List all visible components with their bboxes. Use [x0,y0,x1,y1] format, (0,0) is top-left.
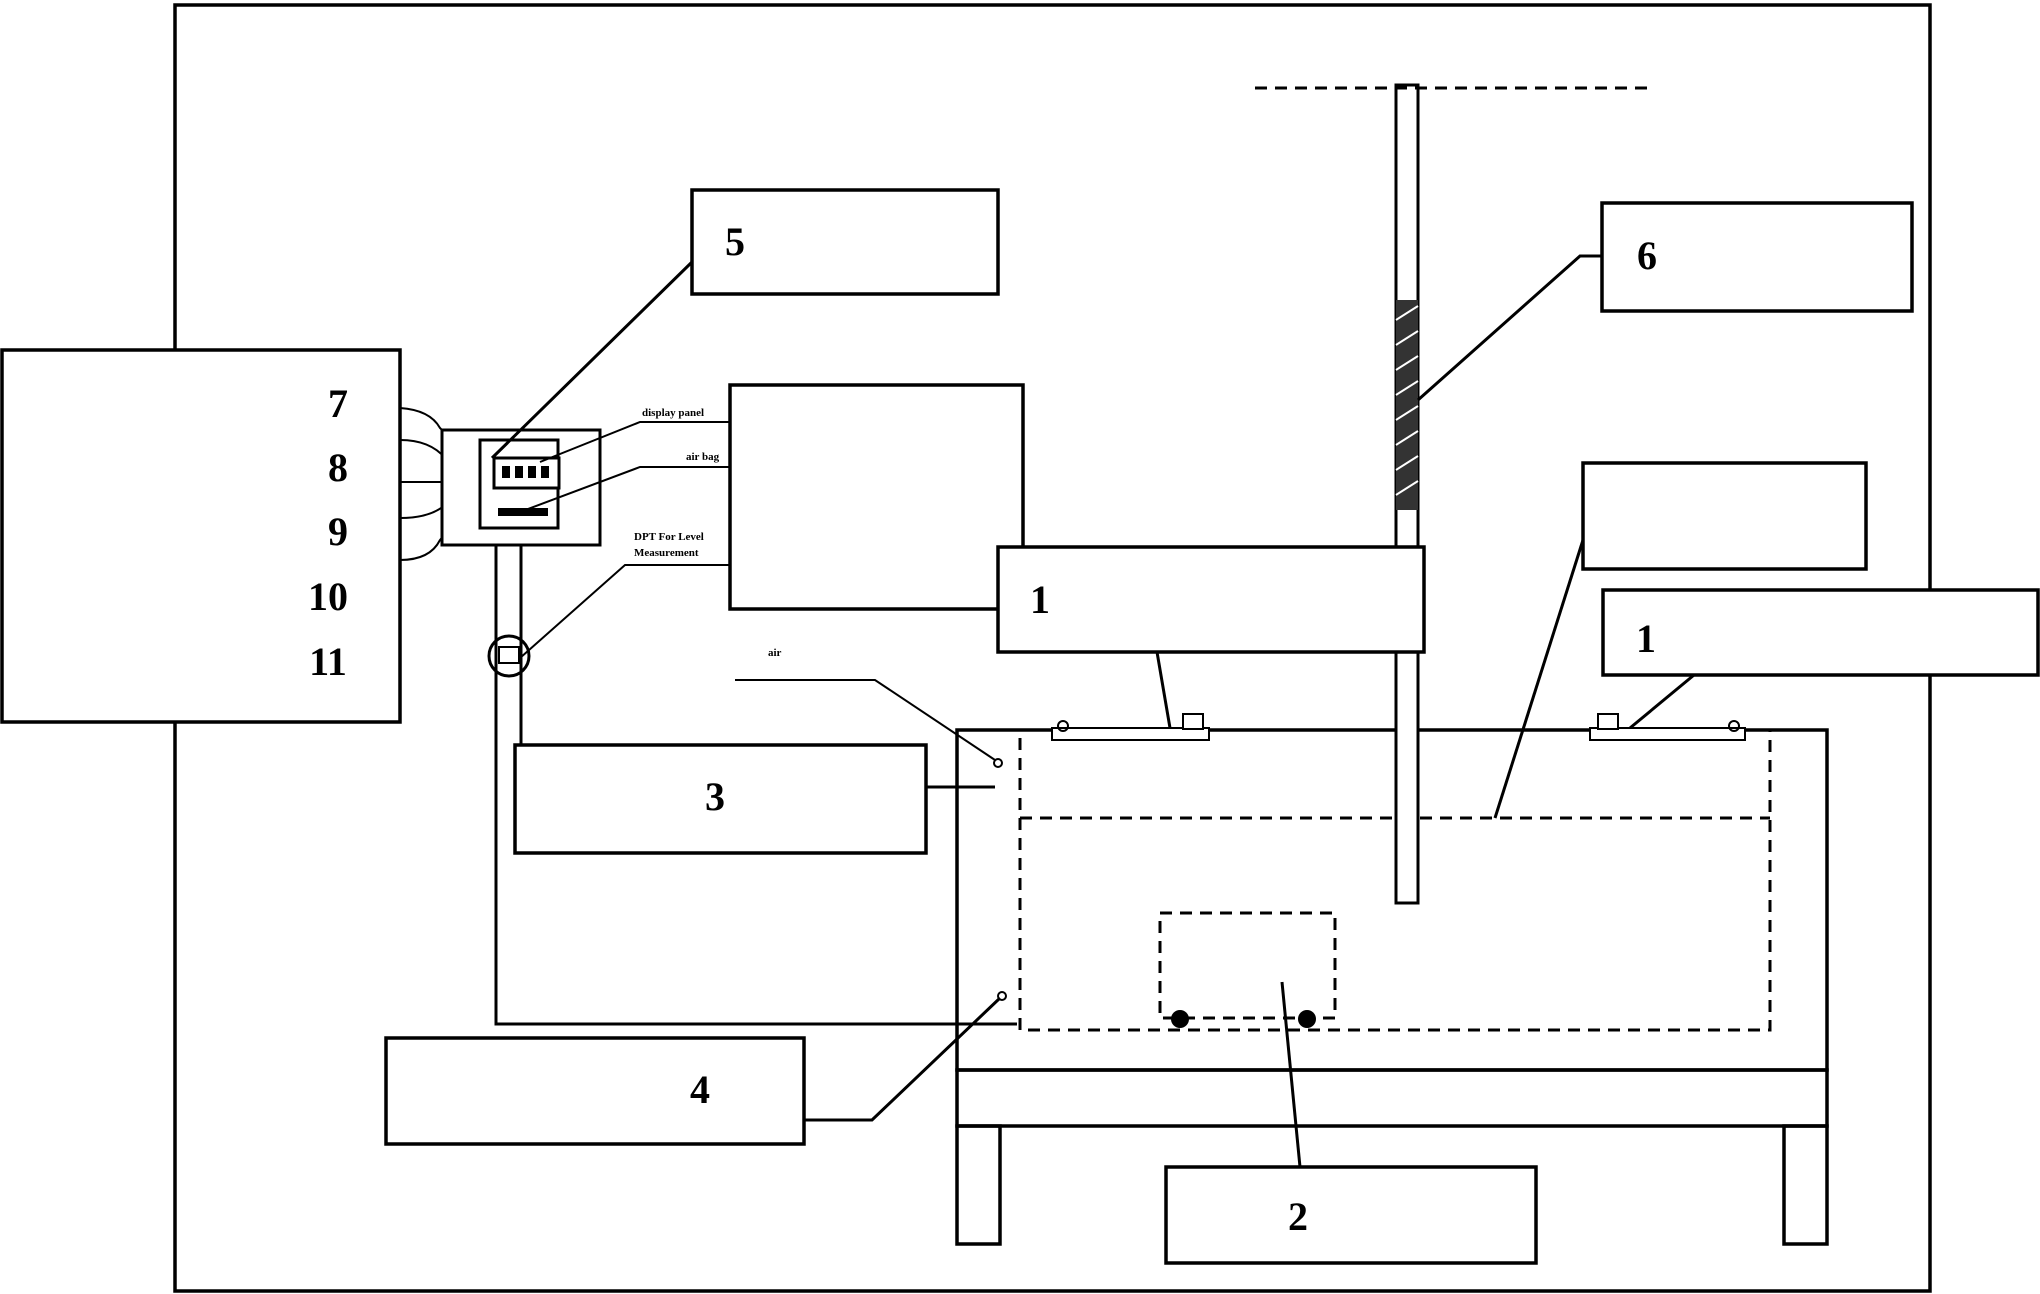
label-10: 10 [308,574,348,619]
leader-1-left [1155,651,1172,729]
tank-leg-left [955,1124,1002,1246]
pipe-vertical-left [494,545,1017,1026]
controller-box [728,383,1025,611]
box-6 [1600,201,1914,313]
label-9: 9 [328,509,348,554]
tank-body [955,728,1829,1072]
box-1-left [996,545,1426,654]
screen-digits [502,466,549,478]
text-air-bag: air bag [686,451,720,463]
clamp-right-knob [1728,720,1740,732]
pipe-vertical-right [515,545,523,747]
tank-leg-right [1782,1124,1829,1246]
air-port [993,758,1003,768]
leader-5 [490,260,694,460]
leader-air-bag [519,466,730,513]
box-1-right-label: 1 [1636,616,1656,661]
probe-hatched-section [1396,300,1418,510]
dpt-gauge-face [498,646,520,664]
leader-1-right [1629,673,1695,730]
leader-water-level [1493,539,1585,819]
display-unit-buttons [498,508,548,516]
clamp-left [1051,727,1210,741]
clamp-left-knob [1057,720,1069,732]
support-right [1298,1010,1316,1028]
box-1-right [1601,588,2040,677]
probe-hatching [1395,305,1419,496]
tank-base [955,1068,1829,1128]
label-11: 11 [309,639,347,684]
box-5-label: 5 [725,219,745,264]
leader-display-panel [539,421,730,463]
box-6-label: 6 [1637,233,1657,278]
text-air: air [768,647,782,659]
leader-6 [1417,254,1602,402]
leader-dpt [519,564,730,659]
text-measurement: Measurement [634,547,699,559]
box-1-left-label: 1 [1030,577,1050,622]
support-left [1171,1010,1189,1028]
sample-box [1158,911,1337,1020]
label-8: 8 [328,445,348,490]
clamp-right-tab [1597,713,1619,730]
text-dpt: DPT For Level [634,531,704,543]
air-line [735,679,996,761]
dpt-gauge [487,634,531,678]
clamp-right [1589,727,1746,741]
clamp-left-tab [1182,713,1204,730]
box-2-label: 2 [1288,1194,1308,1239]
text-display-panel: display panel [642,407,704,419]
box-4 [384,1036,806,1146]
bottom-port [997,991,1007,1001]
leader-2 [1280,981,1302,1168]
box-3-label: 3 [705,774,725,819]
box-3 [513,743,928,855]
box-5 [690,188,1000,296]
box-2 [1164,1165,1538,1265]
water-level-box [1581,461,1868,571]
inner-container [1018,728,1772,1032]
label-7: 7 [328,381,348,426]
box-4-label: 4 [690,1067,710,1112]
left-control-box [0,348,402,724]
leader-4 [804,996,1002,1122]
